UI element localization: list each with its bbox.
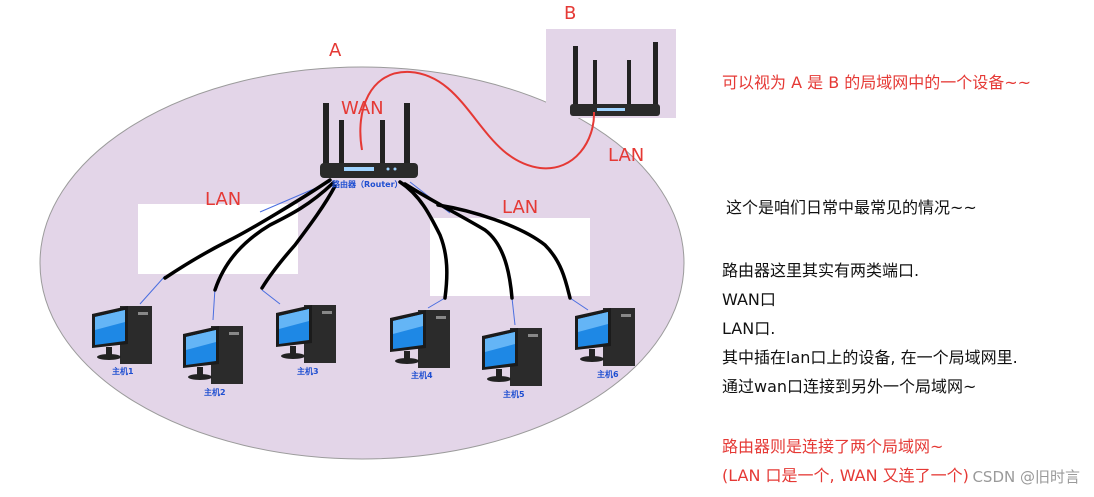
lan-cables [163,178,572,300]
label-wan: WAN [341,98,384,119]
note-red-2: (LAN 口是一个, WAN 又连了一个) [722,466,969,485]
host-label-3: 主机3 [297,367,319,376]
label-lan-right: LAN [502,197,539,218]
host-computer-icon [575,308,635,366]
label-lan-b: LAN [608,145,645,166]
host-computer-icon [390,310,450,368]
router-b-icon [570,42,660,116]
label-lan-left: LAN [205,189,242,210]
host-computer-icon [482,328,542,386]
note-line-1: 这个是咱们日常中最常见的情况~~ [726,198,977,217]
csdn-watermark: CSDN @旧时言 [972,468,1080,486]
label-b: B [564,3,577,24]
host-computer-icon [276,305,336,363]
host-label-5: 主机5 [503,390,525,399]
note-line-2: 路由器这里其实有两类端口. [722,261,920,280]
note-line-4: LAN口. [722,319,776,338]
host-label-6: 主机6 [597,370,619,379]
router-a-icon [320,103,418,178]
note-red-1: 路由器则是连接了两个局域网~ [722,437,944,456]
note-line-6: 通过wan口连接到另外一个局域网~ [722,377,977,396]
host-computer-icon [183,326,243,384]
label-a: A [329,40,342,61]
host-label-4: 主机4 [411,371,433,380]
note-line-5: 其中插在lan口上的设备, 在一个局域网里. [722,348,1018,367]
wan-cable [359,70,596,170]
host-computer-icon [92,306,152,364]
host-label-1: 主机1 [112,367,134,376]
note-line-3: WAN口 [722,290,776,309]
host-label-2: 主机2 [204,388,226,397]
top-note: 可以视为 A 是 B 的局域网中的一个设备~~ [722,73,1032,92]
router-caption: 路由器（Router） [332,180,403,189]
